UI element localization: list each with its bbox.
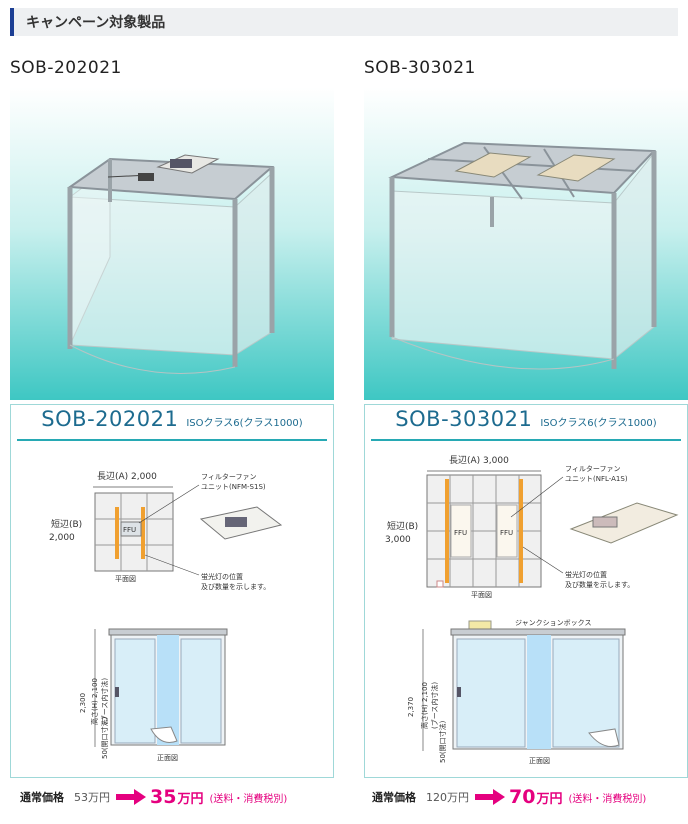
product-2-price-row: 通常価格 120万円 70 万円 (送料・消費税別) [372, 784, 646, 810]
product-2-photo [364, 87, 688, 400]
product-1-drawing: 長辺(A) 2,000 短辺(B) 2,000 FFU 平面図 フィルターファン… [49, 471, 283, 762]
product-1-short-side-label: 短辺(B) [51, 518, 82, 530]
product-1-model-label: SOB-202021 [10, 58, 122, 78]
product-1-filter-fan-line1: フィルターファン [201, 472, 256, 481]
product-1-regular-label: 通常価格 [20, 791, 64, 804]
product-2-regular-price: 120万円 [426, 791, 469, 804]
product-2-lamp-line1: 蛍光灯の位置 [565, 570, 607, 579]
product-2-ffu-label-2: FFU [500, 529, 513, 537]
product-2-plan-caption: 平面図 [471, 591, 492, 599]
section-title: キャンペーン対象製品 [26, 15, 166, 31]
product-2-spec-divider [371, 439, 681, 441]
product-1-spec-model: SOB-202021 [41, 407, 179, 431]
product-1-height-total: 2,300 [79, 693, 87, 713]
product-2-front-caption: 正面図 [529, 757, 550, 765]
product-2-spec-card: SOB-303021 ISOクラス6(クラス1000) 長辺(A) 3,000 … [364, 404, 688, 778]
product-1-spec-card: SOB-202021 ISOクラス6(クラス1000) 長辺(A) 2,000 … [10, 404, 334, 778]
section-header: キャンペーン対象製品 [10, 8, 678, 36]
product-2-short-side-label: 短辺(B) [387, 520, 418, 532]
product-1-price-note: (送料・消費税別) [209, 793, 288, 805]
product-2-spec-title: SOB-303021 ISOクラス6(クラス1000) [365, 407, 687, 439]
product-1-price-row: 通常価格 53万円 35 万円 (送料・消費税別) [20, 784, 287, 810]
product-2-iso-class: ISOクラス6(クラス1000) [540, 418, 657, 429]
product-2-height-inner-note: (ブース内寸法) [430, 682, 439, 729]
product-2-opening: 50(開口寸法) [438, 720, 447, 763]
product-1-short-side-value: 2,000 [49, 533, 75, 543]
product-2-short-side-value: 3,000 [385, 535, 411, 545]
product-1-photo [10, 87, 334, 400]
product-2-sale-price: 70 [509, 786, 536, 808]
arrow-right-icon [475, 789, 505, 805]
product-2-lamp-line2: 及び数量を示します。 [565, 580, 634, 589]
arrow-right-icon [116, 789, 146, 805]
product-1-opening: 50(開口寸法) [100, 716, 109, 759]
product-1-ffu-label: FFU [123, 526, 136, 534]
product-1-height-inner-note: (ブース内寸法) [100, 678, 109, 725]
product-1-height-inner: 高さ(H) 2,100 [90, 678, 99, 725]
product-2-height-total: 2,370 [407, 697, 415, 717]
product-1-iso-class: ISOクラス6(クラス1000) [186, 418, 303, 429]
product-2-long-side: 長辺(A) 3,000 [449, 455, 509, 466]
product-2-drawing: 長辺(A) 3,000 短辺(B) 3,000 FFU FFU 平面図 フィルタ… [385, 455, 679, 765]
product-1-regular-price: 53万円 [74, 791, 110, 804]
product-2-sale-unit: 万円 [536, 791, 563, 807]
product-1-lamp-line2: 及び数量を示します。 [201, 582, 270, 591]
product-2-spec-model: SOB-303021 [395, 407, 533, 431]
product-2-filter-fan-line2: ユニット(NFL-A1S) [565, 475, 628, 483]
product-2-junction-box: ジャンクションボックス [515, 619, 591, 627]
product-2-height-inner: 高さ(H) 2,100 [420, 682, 429, 729]
product-2-ffu-label-1: FFU [454, 529, 467, 537]
product-1-spec-title: SOB-202021 ISOクラス6(クラス1000) [11, 407, 333, 439]
product-1-front-caption: 正面図 [157, 754, 178, 762]
product-2-filter-fan-line1: フィルターファン [565, 464, 620, 473]
product-1-sale-unit: 万円 [177, 791, 204, 807]
product-2-regular-label: 通常価格 [372, 791, 416, 804]
product-2-model-label: SOB-303021 [364, 58, 476, 78]
product-1-filter-fan-line2: ユニット(NFM-S1S) [201, 483, 266, 491]
product-1-lamp-line1: 蛍光灯の位置 [201, 572, 243, 581]
product-1-sale-price: 35 [150, 786, 177, 808]
product-1-spec-divider [17, 439, 327, 441]
product-1-plan-caption: 平面図 [115, 575, 136, 583]
product-1-long-side: 長辺(A) 2,000 [97, 471, 157, 482]
product-2-price-note: (送料・消費税別) [568, 793, 647, 805]
